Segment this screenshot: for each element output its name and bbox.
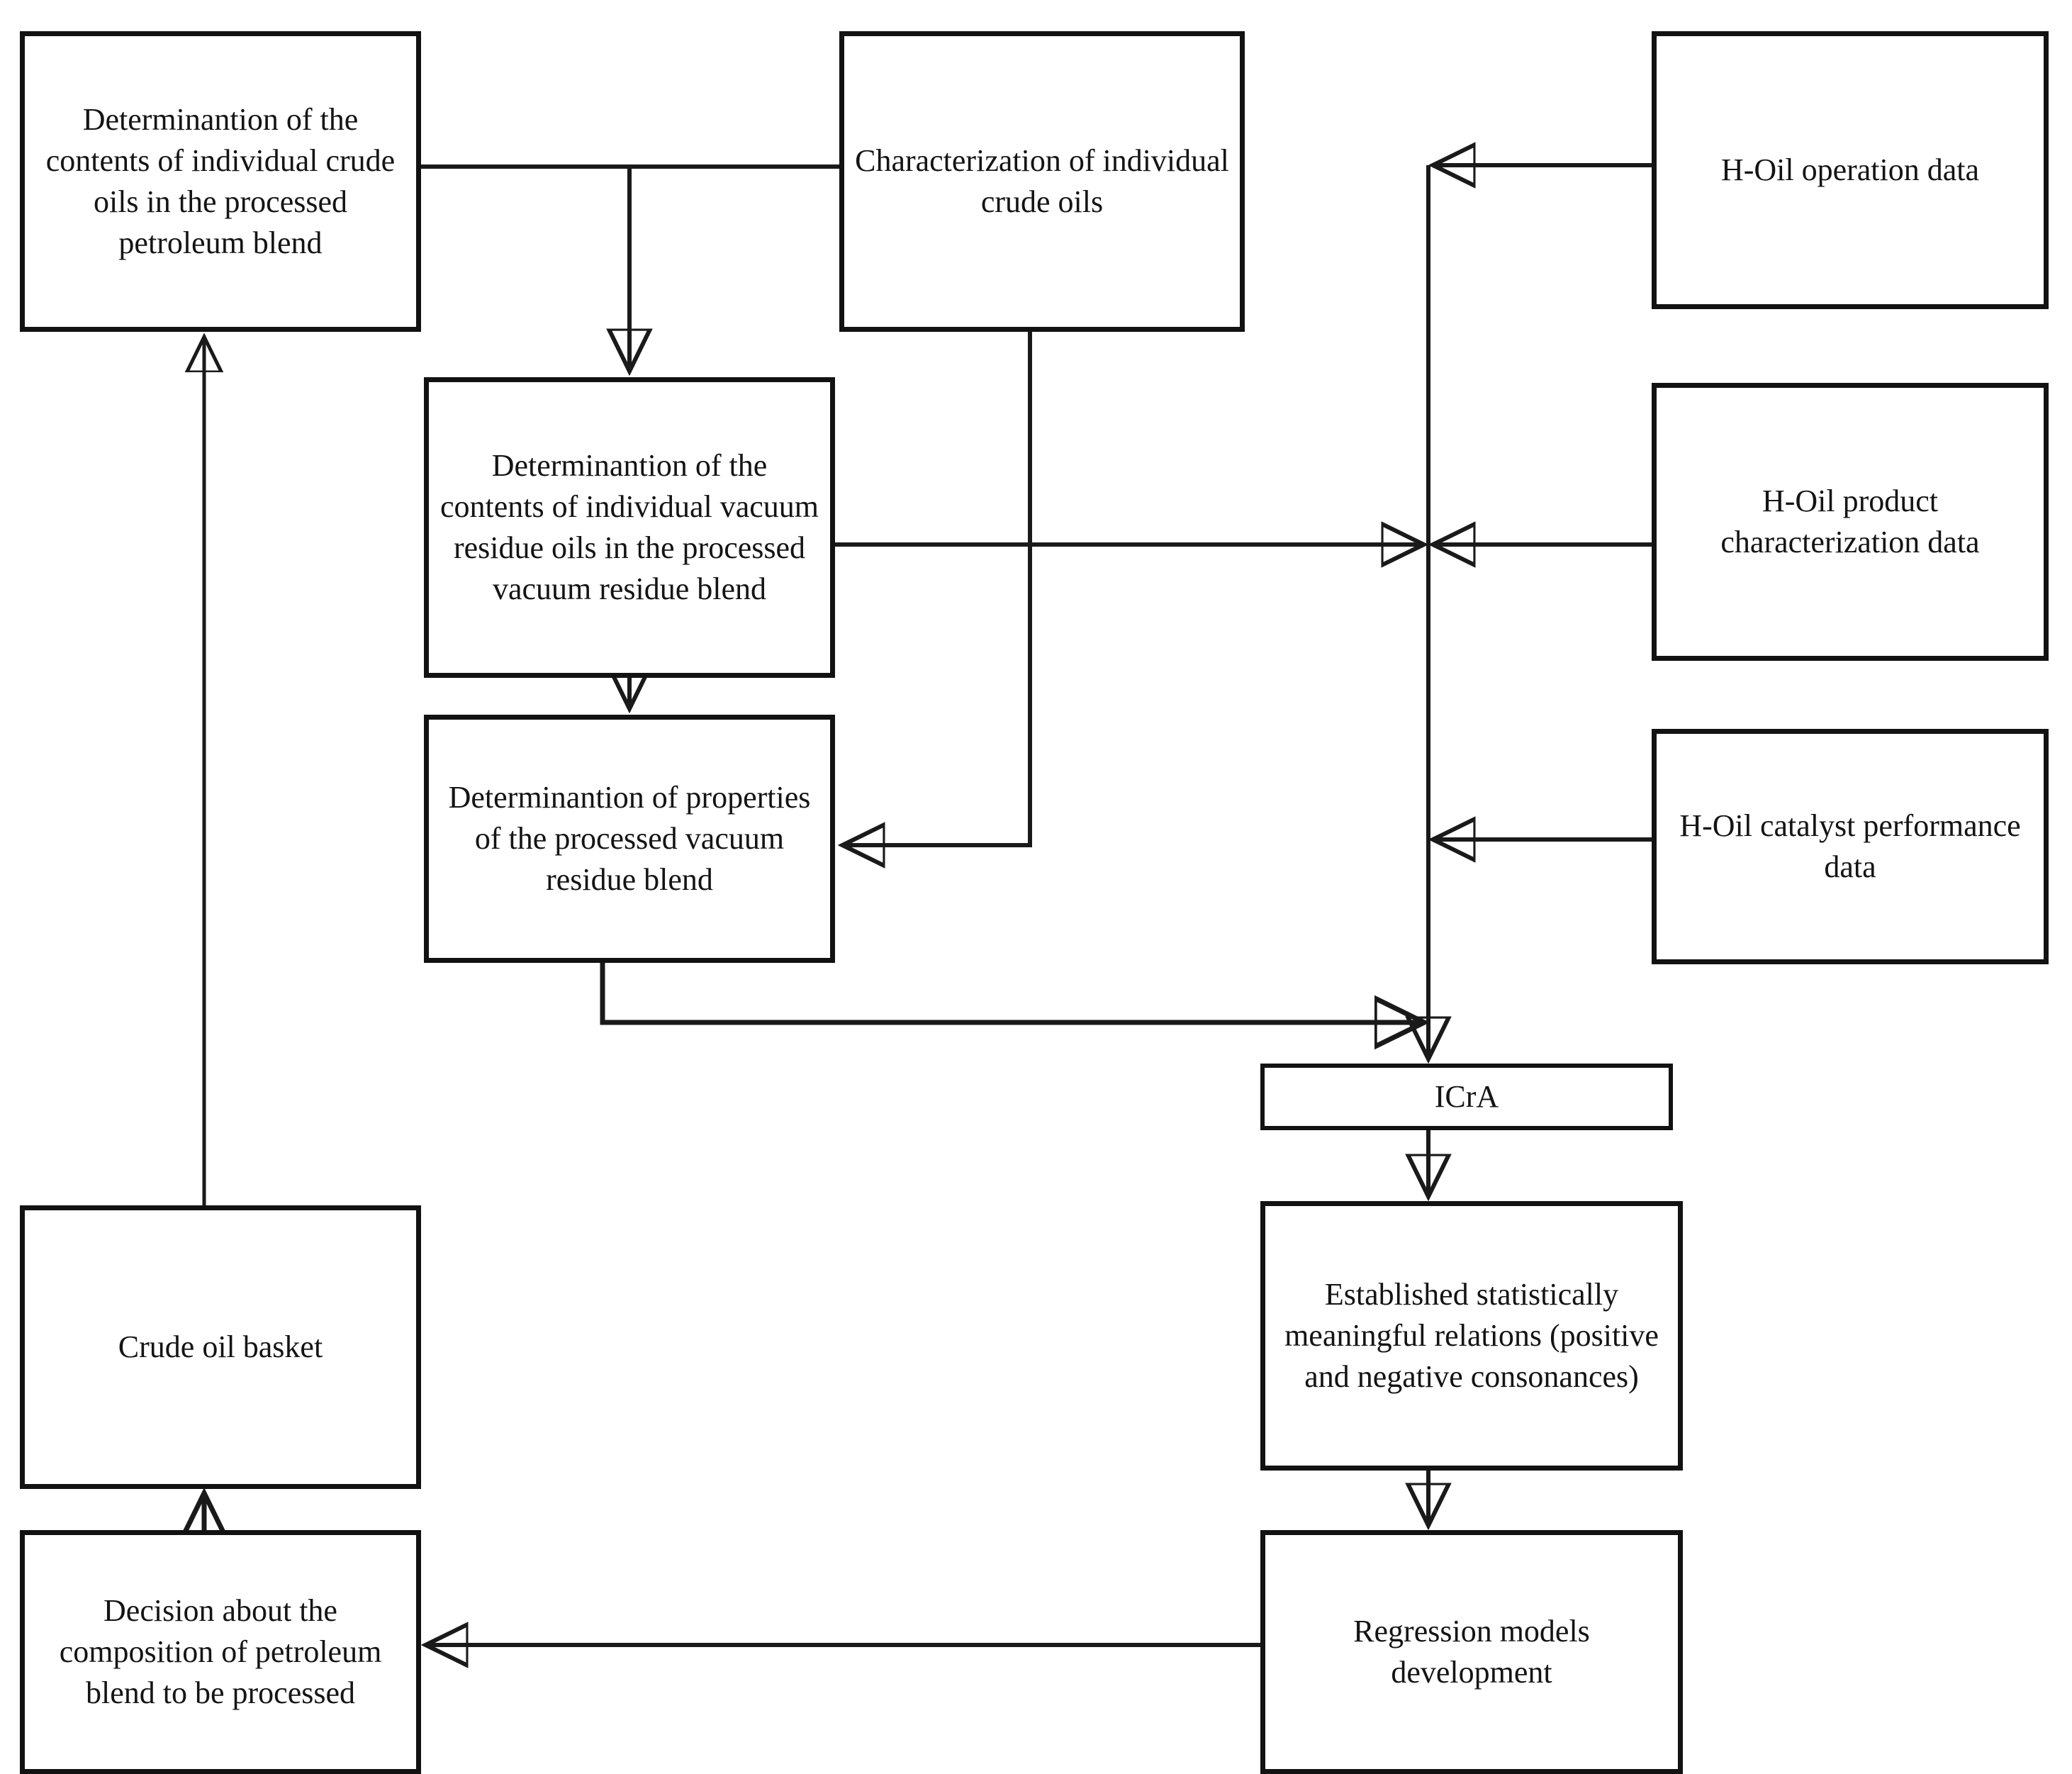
edge-characterization-to-vr-properties [845, 332, 1032, 845]
node-determination-vr-properties[interactable]: Determinantion of properties of the proc… [424, 715, 835, 963]
edge-vr-properties-to-icra-spine [600, 963, 1421, 1022]
node-h-oil-catalyst-performance-data[interactable]: H-Oil catalyst performance data [1652, 729, 2049, 964]
node-determination-vr-contents[interactable]: Determinantion of the contents of indivi… [424, 377, 835, 678]
edge-crude-contents-to-vr-contents [421, 164, 839, 369]
node-crude-oil-basket[interactable]: Crude oil basket [20, 1205, 421, 1489]
node-regression-models-development[interactable]: Regression models development [1260, 1530, 1683, 1774]
node-h-oil-operation-data[interactable]: H-Oil operation data [1652, 31, 2049, 309]
node-icra[interactable]: ICrA [1260, 1064, 1673, 1130]
node-characterization-crude-oils[interactable]: Characterization of individual crude oil… [839, 31, 1245, 332]
node-h-oil-product-characterization-data[interactable]: H-Oil product characterization data [1652, 383, 2049, 661]
node-established-relations[interactable]: Established statistically meaningful rel… [1260, 1201, 1683, 1471]
node-decision-composition[interactable]: Decision about the composition of petrol… [20, 1530, 421, 1774]
node-determination-crude-contents[interactable]: Determinantion of the contents of indivi… [20, 31, 421, 332]
